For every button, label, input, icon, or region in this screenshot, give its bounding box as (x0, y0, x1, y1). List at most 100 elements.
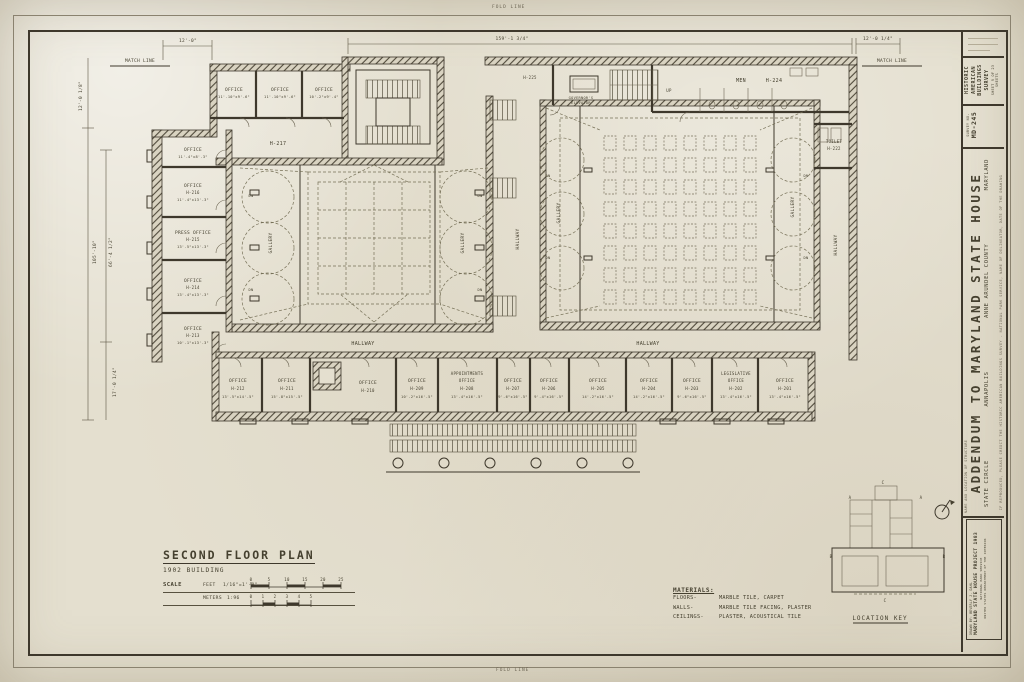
svg-text:11'-10"x9'-6": 11'-10"x9'-6" (218, 95, 250, 99)
project-box (966, 519, 1002, 640)
svg-text:OFFICE: OFFICE (589, 378, 607, 384)
up-label: UP (666, 88, 672, 93)
svg-text:DN: DN (249, 288, 254, 292)
dim-left-upper: 12'-0 1/8" (78, 81, 84, 111)
svg-text:H-203: H-203 (685, 386, 699, 391)
svg-text:DN: DN (804, 174, 809, 178)
meters-scale: 1:96 (227, 596, 240, 601)
svg-text:HALLWAY: HALLWAY (351, 341, 374, 347)
dim-left-total: 105'-10" (92, 240, 98, 264)
scale-bars: 0 5 10 15 20 25 0 1 2 3 4 5 (250, 577, 344, 607)
svg-text:MATCH LINE: MATCH LINE (877, 58, 907, 64)
meters-label: METERS (203, 596, 222, 601)
svg-text:13'-4"x16'-5": 13'-4"x16'-5" (769, 395, 801, 399)
svg-text:10'-2"x9'-4": 10'-2"x9'-4" (309, 95, 339, 99)
svg-text:H-207: H-207 (506, 386, 520, 391)
door-swings (215, 104, 788, 368)
svg-text:9'-4"x16'-5": 9'-4"x16'-5" (534, 395, 564, 399)
fold-line-top: FOLD LINE (492, 5, 526, 10)
corridor-steps (489, 99, 517, 317)
svg-text:B: B (830, 554, 833, 559)
svg-text:OFFICE: OFFICE (315, 87, 333, 93)
svg-text:15: 15 (302, 577, 308, 582)
svg-text:GALLERY: GALLERY (268, 232, 274, 253)
svg-text:DN: DN (249, 194, 254, 198)
svg-text:HALLWAY: HALLWAY (515, 228, 521, 249)
materials-header: MATERIALS: (673, 587, 715, 594)
governors-elevator: GOVERNOR'S ELEVATOR (569, 75, 599, 105)
svg-text:OFFICE: OFFICE (408, 378, 426, 384)
svg-text:9'-6"x16'-5": 9'-6"x16'-5" (677, 395, 707, 399)
room-h225: H-225 (523, 75, 537, 80)
drawing-title: SECOND FLOOR PLAN (163, 548, 315, 564)
svg-text:LEGISLATIVE: LEGISLATIVE (721, 371, 751, 376)
scale-area: SCALE FEET 1/16"=1'-0" METERS 1:96 (163, 577, 355, 613)
feet-label: FEET (203, 583, 216, 588)
svg-text:15'-8"x15'-5": 15'-8"x15'-5" (271, 395, 303, 399)
svg-text:OFFICE: OFFICE (504, 378, 522, 384)
fold-line-bottom: FOLD LINE (496, 668, 530, 673)
dim-top-center: 159'-1 3/4" (495, 36, 528, 42)
feet-scale: 1/16"=1'-0" (223, 583, 258, 588)
svg-text:OFFICE: OFFICE (540, 378, 558, 384)
svg-text:OFFICE: OFFICE (225, 87, 243, 93)
right-stair: UP (609, 69, 672, 101)
svg-text:9'-6"x16'-5": 9'-6"x16'-5" (498, 395, 528, 399)
materials-walls: WALLS- MARBLE TILE FACING, PLASTER (673, 604, 812, 611)
svg-text:11'-4"x8'-3": 11'-4"x8'-3" (178, 155, 208, 159)
svg-text:OFFICE: OFFICE (728, 378, 745, 383)
exterior-walls (146, 56, 858, 425)
svg-text:C: C (884, 598, 887, 603)
location-key: C A A B B C LOCATION KEY (830, 480, 955, 624)
svg-text:DN: DN (546, 256, 551, 260)
svg-text:HALLWAY: HALLWAY (833, 234, 839, 255)
svg-text:H-201: H-201 (778, 386, 792, 391)
svg-text:OFFICE: OFFICE (359, 380, 377, 386)
svg-text:13'-4"x16'-5": 13'-4"x16'-5" (451, 395, 483, 399)
svg-text:HALLWAY: HALLWAY (636, 341, 659, 347)
materials-list: MATERIALS: FLOORS- MARBLE TILE, CARPET W… (673, 587, 923, 623)
svg-text:10: 10 (284, 577, 290, 582)
svg-text:3: 3 (286, 594, 289, 599)
svg-text:H-206: H-206 (542, 386, 556, 391)
svg-text:DN: DN (546, 174, 551, 178)
portico (386, 423, 640, 473)
svg-text:DN: DN (804, 256, 809, 260)
svg-text:5: 5 (310, 594, 313, 599)
svg-text:H-204: H-204 (642, 386, 656, 391)
svg-text:APPOINTMENTS: APPOINTMENTS (451, 371, 484, 376)
outer-border (13, 15, 1011, 668)
svg-text:11'-4"x13'-3": 11'-4"x13'-3" (177, 198, 209, 202)
svg-text:H-208: H-208 (460, 386, 474, 391)
svg-text:GALLERY: GALLERY (460, 232, 466, 253)
svg-text:13'-5"x14'-5": 13'-5"x14'-5" (222, 395, 254, 399)
svg-text:14'-2"x16'-5": 14'-2"x16'-5" (633, 395, 665, 399)
svg-text:OFFICE: OFFICE (459, 378, 476, 383)
svg-text:4: 4 (298, 594, 301, 599)
svg-text:25: 25 (338, 577, 344, 582)
svg-text:H-212: H-212 (231, 386, 245, 391)
dimension-lines: 12'-0" 159'-1 3/4" 12'-0 1/4" 12'-0 1/8"… (78, 36, 901, 421)
right-chamber-detail (539, 107, 816, 319)
materials-floors: FLOORS- MARBLE TILE, CARPET (673, 595, 785, 601)
svg-text:13'-4"x13'-3": 13'-4"x13'-3" (177, 293, 209, 297)
materials-ceilings: CEILINGS- PLASTER, ACOUSTICAL TILE (673, 614, 802, 620)
room-labels: OFFICE 11'-10"x9'-6" OFFICE 11'-10"x9'-6… (175, 75, 842, 399)
svg-text:0: 0 (250, 594, 253, 599)
dim-top-right: 12'-0 1/4" (863, 36, 893, 42)
svg-text:H-205: H-205 (591, 386, 605, 391)
svg-text:H-222: H-222 (827, 146, 841, 151)
svg-text:C: C (882, 480, 885, 485)
svg-text:DN: DN (478, 194, 483, 198)
svg-text:OFFICE: OFFICE (184, 278, 202, 284)
dim-left-lower: 17'-0 1/4" (112, 367, 118, 397)
svg-text:5: 5 (268, 577, 271, 582)
toilet-fixtures (708, 67, 842, 143)
svg-text:H-215: H-215 (186, 237, 200, 242)
svg-text:0: 0 (250, 577, 253, 582)
svg-text:10'-1"x13'-3": 10'-1"x13'-3" (177, 341, 209, 345)
svg-text:OFFICE: OFFICE (278, 378, 296, 384)
svg-text:PRESS OFFICE: PRESS OFFICE (175, 230, 211, 236)
svg-text:H-211: H-211 (280, 386, 294, 391)
